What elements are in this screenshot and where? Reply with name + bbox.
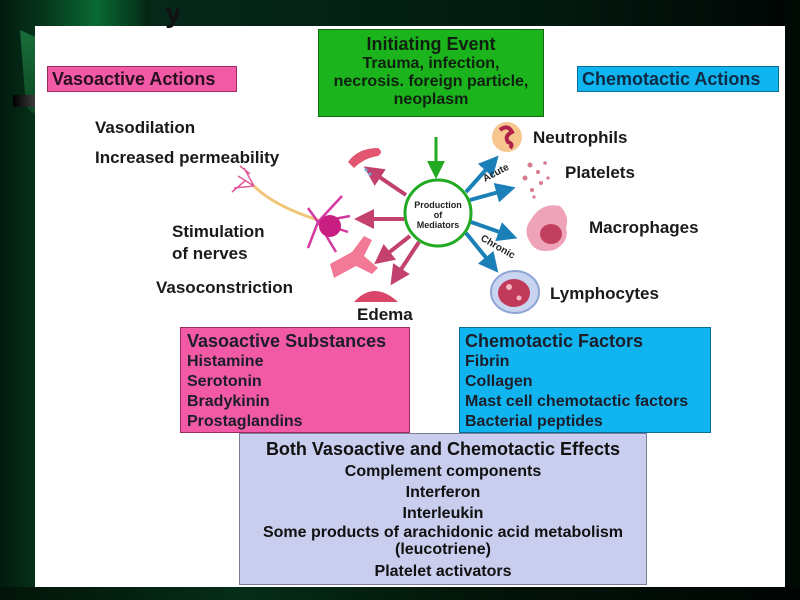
nerve-cell-icon [231,165,351,253]
initiating-event-line: Trauma, infection, [362,55,500,72]
stimulation-label: Stimulation [172,222,265,241]
both-effects-header: Both Vasoactive and Chemotactic Effects [265,439,621,459]
vasoactive-substance-item: Histamine [187,353,264,370]
background-right [785,0,800,600]
both-effects-box: Both Vasoactive and Chemotactic Effects … [239,433,647,585]
center-label-line: of [434,210,443,220]
edema-icon [354,291,398,302]
vasoactive-substance-item: Prostaglandins [187,413,303,430]
of-nerves-label: of nerves [172,244,248,263]
chemotactic-factors-header: Chemotactic Factors [465,331,644,351]
vasoactive-arrows [354,166,421,286]
chemotactic-arrows [464,155,518,273]
macrophages-label: Macrophages [589,218,699,237]
vasoactive-substance-item: Serotonin [187,373,262,390]
decorative-bar [13,95,38,107]
chemotactic-factor-item: Collagen [465,373,533,390]
background-top [150,0,800,30]
vasoactive-actions-header: Vasoactive Actions [47,66,237,92]
initiating-event-line: necrosis. foreign particle, [333,73,529,90]
lymphocytes-label: Lymphocytes [550,284,659,303]
neutrophil-icon [492,122,522,152]
platelets-icon [522,161,550,199]
initiating-event-title: Initiating Event [366,34,496,54]
arrow-to-permeability [363,166,408,197]
arrow-to-neutrophils [464,155,499,194]
both-effects-item: (leucotriene) [394,541,491,558]
chemotactic-actions-header: Chemotactic Actions [577,66,779,92]
blood-vessel-permeability-icon [348,148,381,176]
vasoconstriction-label: Vasoconstriction [156,278,293,297]
vasodilation-label: Vasodilation [95,118,196,137]
arrow-to-platelets [469,183,516,203]
center-label-line: Mediators [417,220,460,230]
increased-permeability-label: Increased permeability [95,148,280,167]
lymphocyte-icon [490,270,540,314]
acute-label: Acute [481,162,511,185]
arrow-to-vasoconstriction [374,234,412,265]
vasoactive-substances-box: Vasoactive Substances Histamine Serotoni… [180,327,410,433]
chemotactic-factor-item: Bacterial peptides [465,413,603,430]
edema-label: Edema [357,305,413,324]
both-effects-item: Interleukin [402,505,484,522]
both-effects-item: Interferon [405,484,481,501]
chemotactic-factor-item: Mast cell chemotactic factors [465,393,689,410]
neutrophils-label: Neutrophils [533,128,628,147]
initiating-event-line: neoplasm [393,91,469,108]
initiating-event-box: Initiating Event Trauma, infection, necr… [318,29,544,117]
slide-title-fragment: y [165,8,179,29]
both-effects-item: Some products of arachidonic acid metabo… [262,524,624,541]
center-circle [403,178,473,248]
platelets-label: Platelets [565,163,635,182]
center-label-line: Production [414,200,462,210]
arrow-to-macrophages [470,220,518,242]
arrow-to-lymphocytes [464,231,499,273]
both-effects-item: Platelet activators [374,563,512,580]
chemotactic-factors-box: Chemotactic Factors Fibrin Collagen Mast… [459,327,711,433]
vasoactive-substances-header: Vasoactive Substances [187,331,387,351]
chemotactic-factor-item: Fibrin [465,353,510,370]
macrophage-icon [526,205,568,251]
background-bottom [0,587,800,600]
blood-vessel-constriction-icon [330,236,378,278]
arrow-to-edema [390,240,421,286]
both-effects-item: Complement components [344,463,542,480]
vasoactive-substance-item: Bradykinin [187,393,270,410]
